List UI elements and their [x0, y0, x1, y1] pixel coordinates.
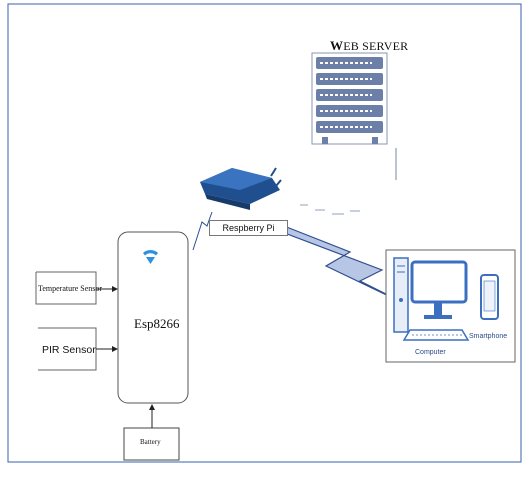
pir-sensor-label: PIR Sensor [42, 344, 96, 356]
signal-dots [300, 204, 360, 215]
smartphone-icon [480, 274, 499, 320]
temp-arrow-head [112, 286, 118, 292]
wifi-icon [143, 250, 158, 264]
temp-sensor-box [35, 271, 97, 305]
computer-label: Computer [415, 349, 446, 356]
pir-arrow-head [112, 346, 118, 352]
esp-router-link [192, 211, 213, 251]
smartphone-label: Smartphone [469, 333, 508, 340]
raspberry-pi-label: Respberry Pi [209, 220, 288, 236]
title-initial: W [330, 38, 344, 53]
battery-label: Battery [140, 438, 161, 446]
esp8266-label: Esp8266 [134, 316, 180, 331]
web-server-title: WEB SERVER [330, 38, 408, 54]
temperature-sensor-label: Temperature Sensor [38, 284, 103, 293]
battery-arrow-head [149, 404, 155, 410]
server-icon [311, 52, 388, 145]
router-icon [200, 167, 282, 210]
title-rest: EB SERVER [343, 39, 409, 53]
diagram-border [7, 3, 522, 463]
esp-board [117, 231, 189, 404]
desktop-computer-icon [393, 257, 470, 341]
